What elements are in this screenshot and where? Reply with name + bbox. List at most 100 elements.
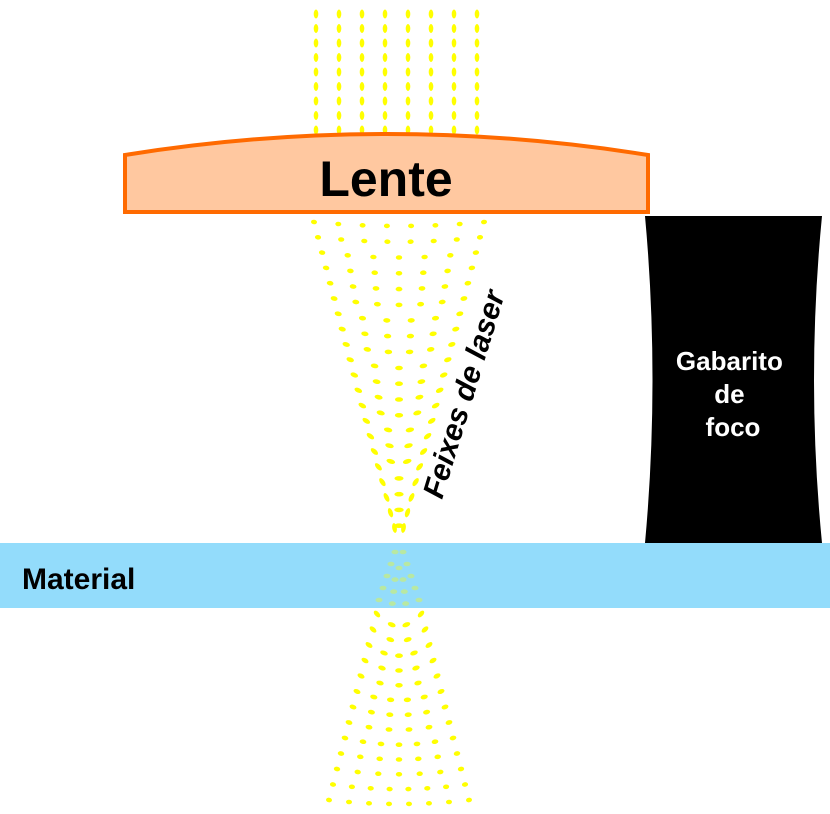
laser-dot [385,443,394,449]
laser-dot [350,372,359,378]
material-label: Material [22,563,135,596]
laser-dot [412,665,420,671]
laser-dot [359,9,365,19]
laser-dot [456,221,463,227]
laser-dot [405,727,413,732]
laser-dot [395,742,403,747]
laser-dot [412,478,419,487]
laser-dot [443,784,450,790]
laser-dot [476,234,484,240]
laser-beam [311,9,487,807]
laser-dot [434,754,441,760]
laser-dot [420,270,427,276]
laser-dot [406,333,415,339]
laser-dot [441,284,449,289]
laser-dot [451,38,457,48]
laser-dot [375,771,382,777]
laser-dot [432,222,439,228]
laser-dot [352,299,360,305]
laser-dot [438,299,446,305]
laser-dot [448,341,456,347]
laser-dot [336,96,342,106]
laser-dot [337,751,345,756]
laser-dot [474,24,480,33]
laser-dot [318,250,326,255]
laser-dot [408,493,415,502]
laser-dot [359,53,365,62]
laser-dot [379,585,387,591]
laser-dot [417,301,425,307]
laser-dot [342,341,350,347]
laser-dot [361,331,369,337]
lens [123,132,650,214]
laser-dot [311,219,317,225]
laser-dot [456,311,464,317]
laser-dot [408,223,415,229]
laser-dot [431,739,439,745]
laser-dot [452,326,460,332]
laser-dot [395,565,403,571]
focus-jig-label: Gabarito de foco [676,346,790,442]
laser-dot [414,680,422,686]
laser-dot [391,577,399,582]
laser-dot [386,637,395,643]
laser-dot [333,766,341,772]
laser-dot [359,222,366,228]
laser-dot [394,397,404,402]
laser-dot [435,387,444,393]
laser-dot [429,331,437,337]
laser-dot [383,573,391,579]
laser-dot [392,523,397,533]
laser-dot [415,394,424,400]
laser-dot [359,739,367,745]
laser-dot [372,286,380,291]
laser-dot [399,577,407,582]
laser-dot [474,9,480,19]
laser-dot [431,402,440,409]
laser-dot [366,800,372,806]
laser-dot [359,67,365,77]
laser-dot [451,24,457,33]
laser-dot [376,756,383,762]
laser-dot [400,589,408,594]
laser-dot [441,704,449,710]
laser-dot [428,53,434,62]
laser-dot [446,799,452,805]
laser-dot [365,642,373,648]
laser-dot [382,111,388,120]
laser-dot [370,694,378,700]
laser-dot [395,255,403,260]
laser-dot [428,111,434,120]
laser-dot [388,601,396,606]
laser-dot [406,801,412,807]
laser-dot [411,585,419,591]
focus-jig-label-line: foco [706,412,761,442]
focus-jig-label-line: Gabarito [676,346,783,376]
laser-dot [358,402,367,409]
laser-dot [336,24,342,33]
laser-dot [407,573,415,579]
laser-dot [449,735,457,741]
laser-dot [428,24,434,33]
laser-dot [404,712,412,718]
laser-dot [403,561,411,567]
laser-dot [387,508,394,518]
laser-dot [358,315,367,321]
laser-dot [451,67,457,77]
laser-dot [383,493,390,502]
laser-dot [383,333,392,339]
laser-dot [395,772,403,777]
laser-dot [394,491,404,497]
laser-dot [347,268,354,274]
laser-dot [445,720,453,725]
laser-dot [419,363,428,369]
laser-dot [437,769,444,775]
laser-dot [370,363,379,369]
laser-dot [313,24,319,33]
laser-dot [474,67,480,77]
laser-dot [424,785,431,791]
laser-dot [430,238,437,244]
laser-dot [385,727,393,732]
